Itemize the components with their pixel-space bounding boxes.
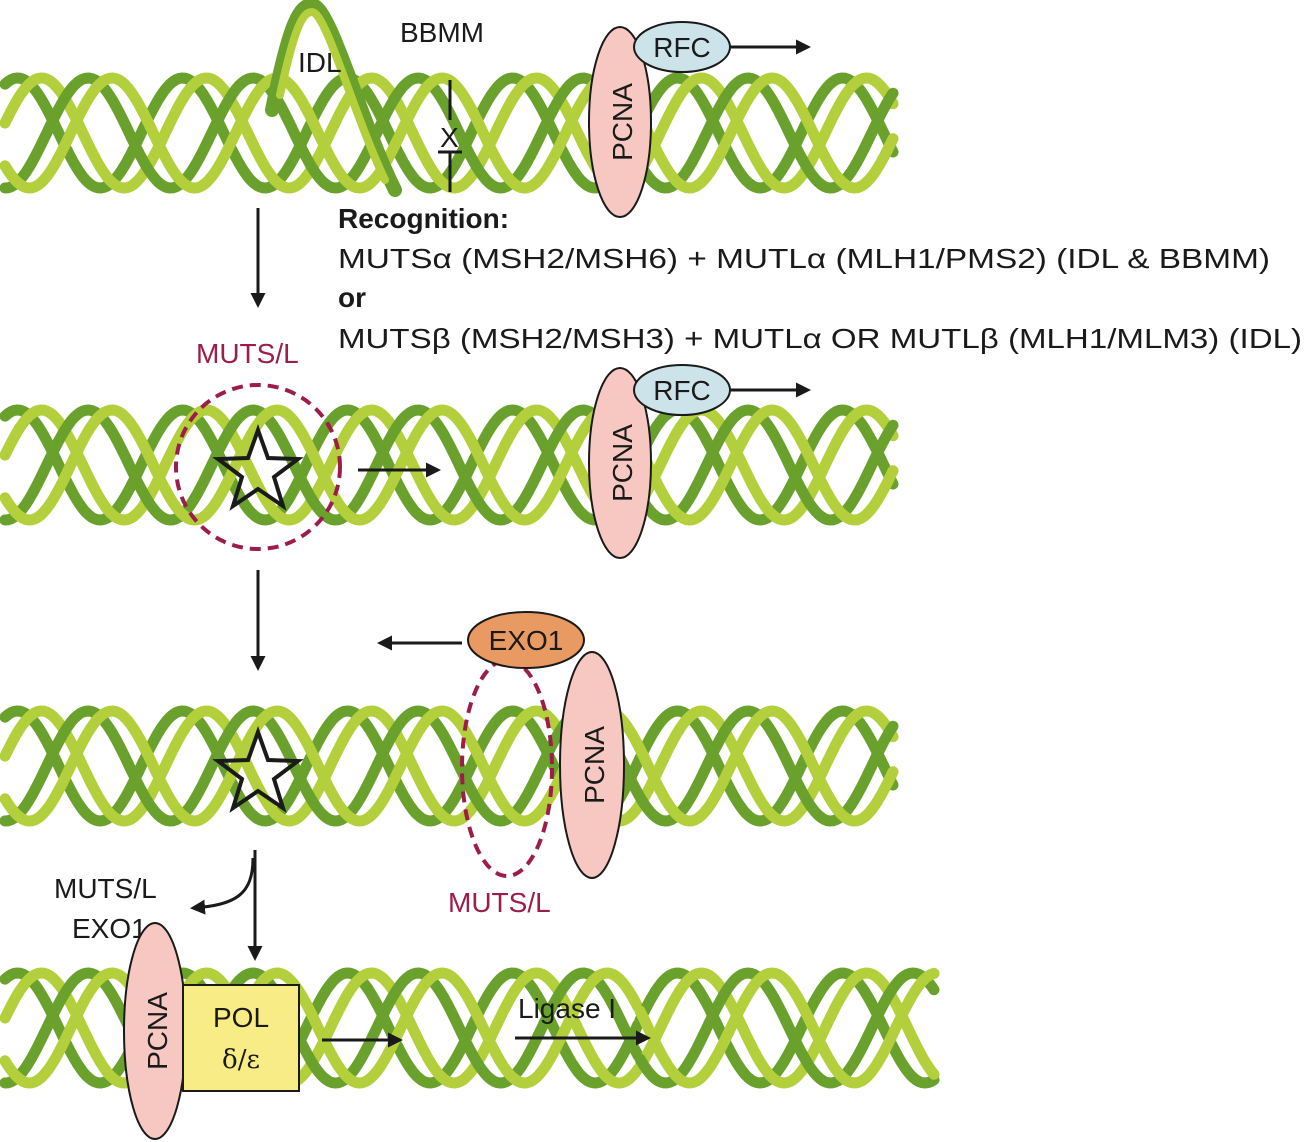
- svg-text:EXO1: EXO1: [489, 625, 564, 656]
- recognition-line-2: MUTSβ (MSH2/MSH3) + MUTLα OR MUTLβ (MLH1…: [338, 323, 1302, 354]
- bbmm-label: BBMM: [400, 17, 484, 48]
- polymerase-label: POL: [213, 1002, 269, 1033]
- svg-text:PCNA: PCNA: [607, 424, 638, 502]
- dna-strand: [0, 705, 899, 827]
- pcna-clamp-2: PCNA: [588, 367, 652, 559]
- mismatch-star-step-2: [212, 424, 304, 511]
- recognition-line-1: MUTSα (MSH2/MSH6) + MUTLα (MLH1/PMS2) (I…: [338, 243, 1270, 274]
- idl-label: IDL: [298, 47, 342, 78]
- dna-helix-step-4-left: [0, 967, 644, 1089]
- dna-strand: [0, 967, 644, 1089]
- svg-text:PCNA: PCNA: [142, 992, 173, 1070]
- mismatch-x-label: X: [440, 122, 459, 153]
- svg-text:RFC: RFC: [653, 32, 711, 63]
- muts-l-complex-step-2: [174, 383, 342, 551]
- dna-strand: [0, 705, 899, 827]
- dna-strand: [0, 404, 899, 526]
- exo1-nuclease: EXO1: [467, 611, 585, 669]
- recognition-or: or: [338, 282, 366, 313]
- svg-text:PCNA: PCNA: [579, 726, 610, 804]
- dna-helix-step-4-right: [634, 967, 940, 1089]
- dna-strand: [0, 404, 899, 526]
- pcna-clamp-3: PCNA: [559, 651, 625, 879]
- dna-strand: [0, 72, 899, 194]
- rfc-loader-2: RFC: [633, 364, 731, 416]
- dna-strand: [0, 705, 899, 827]
- ligase-label: Ligase I: [518, 993, 616, 1024]
- released-label-2: EXO1: [72, 913, 147, 944]
- release-arrow: [190, 857, 255, 915]
- polymerase-type-label: δ/ε: [222, 1045, 260, 1075]
- mismatch-star-step-3: [212, 726, 304, 813]
- svg-text:RFC: RFC: [653, 375, 711, 406]
- dna-strand: [0, 404, 899, 526]
- polymerase-box: POL δ/ε: [182, 984, 300, 1092]
- pcna-clamp-1: PCNA: [588, 26, 652, 218]
- idl-loop: [265, 0, 402, 197]
- dna-strand: [634, 967, 940, 1089]
- pcna-clamp-4: PCNA: [123, 922, 187, 1140]
- dna-helix-step-2: [0, 404, 899, 526]
- dna-strand: [634, 967, 940, 1089]
- dna-strand: [634, 967, 940, 1089]
- dna-strand: [0, 705, 899, 827]
- muts-l-complex-step-3: [460, 658, 554, 878]
- svg-text:PCNA: PCNA: [607, 83, 638, 161]
- muts-l-label-step-3: MUTS/L: [448, 887, 551, 918]
- rfc-loader-1: RFC: [633, 21, 731, 73]
- mismatch-marker: X: [438, 80, 462, 192]
- released-label-1: MUTS/L: [54, 873, 157, 904]
- dna-strand: [0, 967, 644, 1089]
- muts-l-label-step-2: MUTS/L: [196, 338, 299, 369]
- dna-helix-step-3: [0, 705, 899, 827]
- dna-strand: [0, 404, 899, 526]
- recognition-title: Recognition:: [338, 203, 509, 234]
